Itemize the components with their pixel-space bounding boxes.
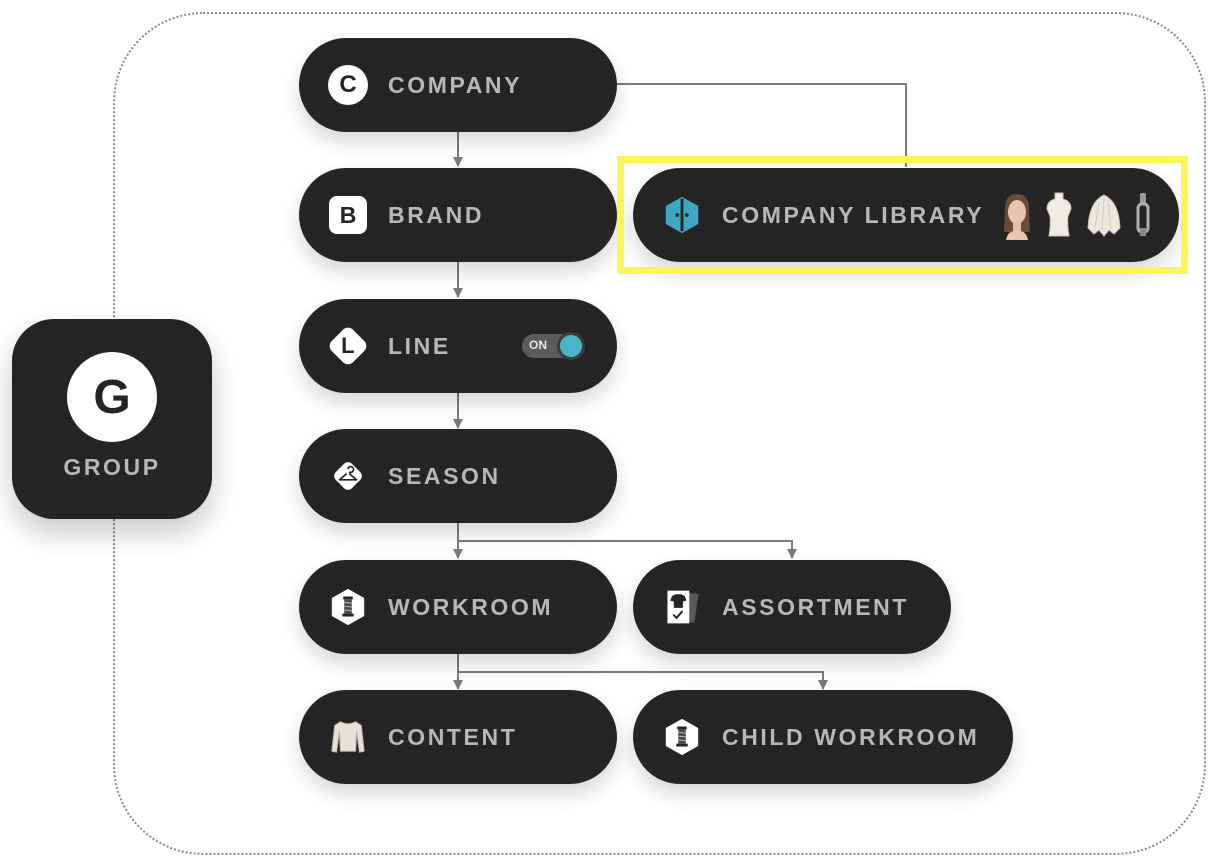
brand-node[interactable]: B BRAND: [299, 168, 617, 262]
company-library-node[interactable]: COMPANY LIBRARY: [633, 168, 1179, 262]
company-node[interactable]: C COMPANY: [299, 38, 617, 132]
toggle-on-text: ON: [529, 338, 547, 352]
company-library-highlight: [617, 156, 1188, 274]
line-label: LINE: [388, 332, 451, 359]
group-label: GROUP: [63, 454, 161, 480]
zipper-pull-icon: [1134, 190, 1152, 240]
library-thumbnails: [1000, 190, 1162, 240]
assortment-node[interactable]: ASSORTMENT: [633, 560, 951, 654]
line-l-icon: L: [326, 324, 370, 368]
mannequin-icon: [1044, 190, 1074, 240]
thread-spool-icon: [328, 587, 368, 627]
company-label: COMPANY: [388, 71, 523, 98]
workroom-label: WORKROOM: [388, 593, 554, 620]
line-node[interactable]: L LINE ON: [299, 299, 617, 393]
content-label: CONTENT: [388, 723, 518, 750]
brand-b-icon: B: [328, 195, 368, 235]
line-toggle[interactable]: ON: [522, 332, 586, 360]
season-node[interactable]: SEASON: [299, 429, 617, 523]
connector-season-assortment: [458, 540, 797, 559]
workroom-node[interactable]: WORKROOM: [299, 560, 617, 654]
child-workroom-label: CHILD WORKROOM: [722, 723, 980, 750]
fabric-drape-icon: [1084, 190, 1124, 240]
hanger-icon: [328, 456, 368, 496]
toggle-knob: [557, 332, 585, 360]
company-c-icon: C: [328, 65, 368, 105]
connector-workroom-child-workroom: [458, 671, 828, 690]
content-node[interactable]: CONTENT: [299, 690, 617, 784]
season-label: SEASON: [388, 462, 501, 489]
assortment-label: ASSORTMENT: [722, 593, 909, 620]
company-library-label: COMPANY LIBRARY: [722, 201, 985, 228]
group-node[interactable]: G GROUP: [12, 319, 212, 519]
library-icon: [662, 195, 702, 235]
avatar-head-icon: [1000, 190, 1034, 240]
garment-icon: [328, 717, 368, 757]
assortment-clipboard-icon: [662, 587, 702, 627]
thread-spool-icon: [662, 717, 702, 757]
child-workroom-node[interactable]: CHILD WORKROOM: [633, 690, 1013, 784]
brand-label: BRAND: [388, 201, 485, 228]
group-g-icon: G: [67, 352, 157, 442]
connector-company-library: [615, 83, 907, 167]
